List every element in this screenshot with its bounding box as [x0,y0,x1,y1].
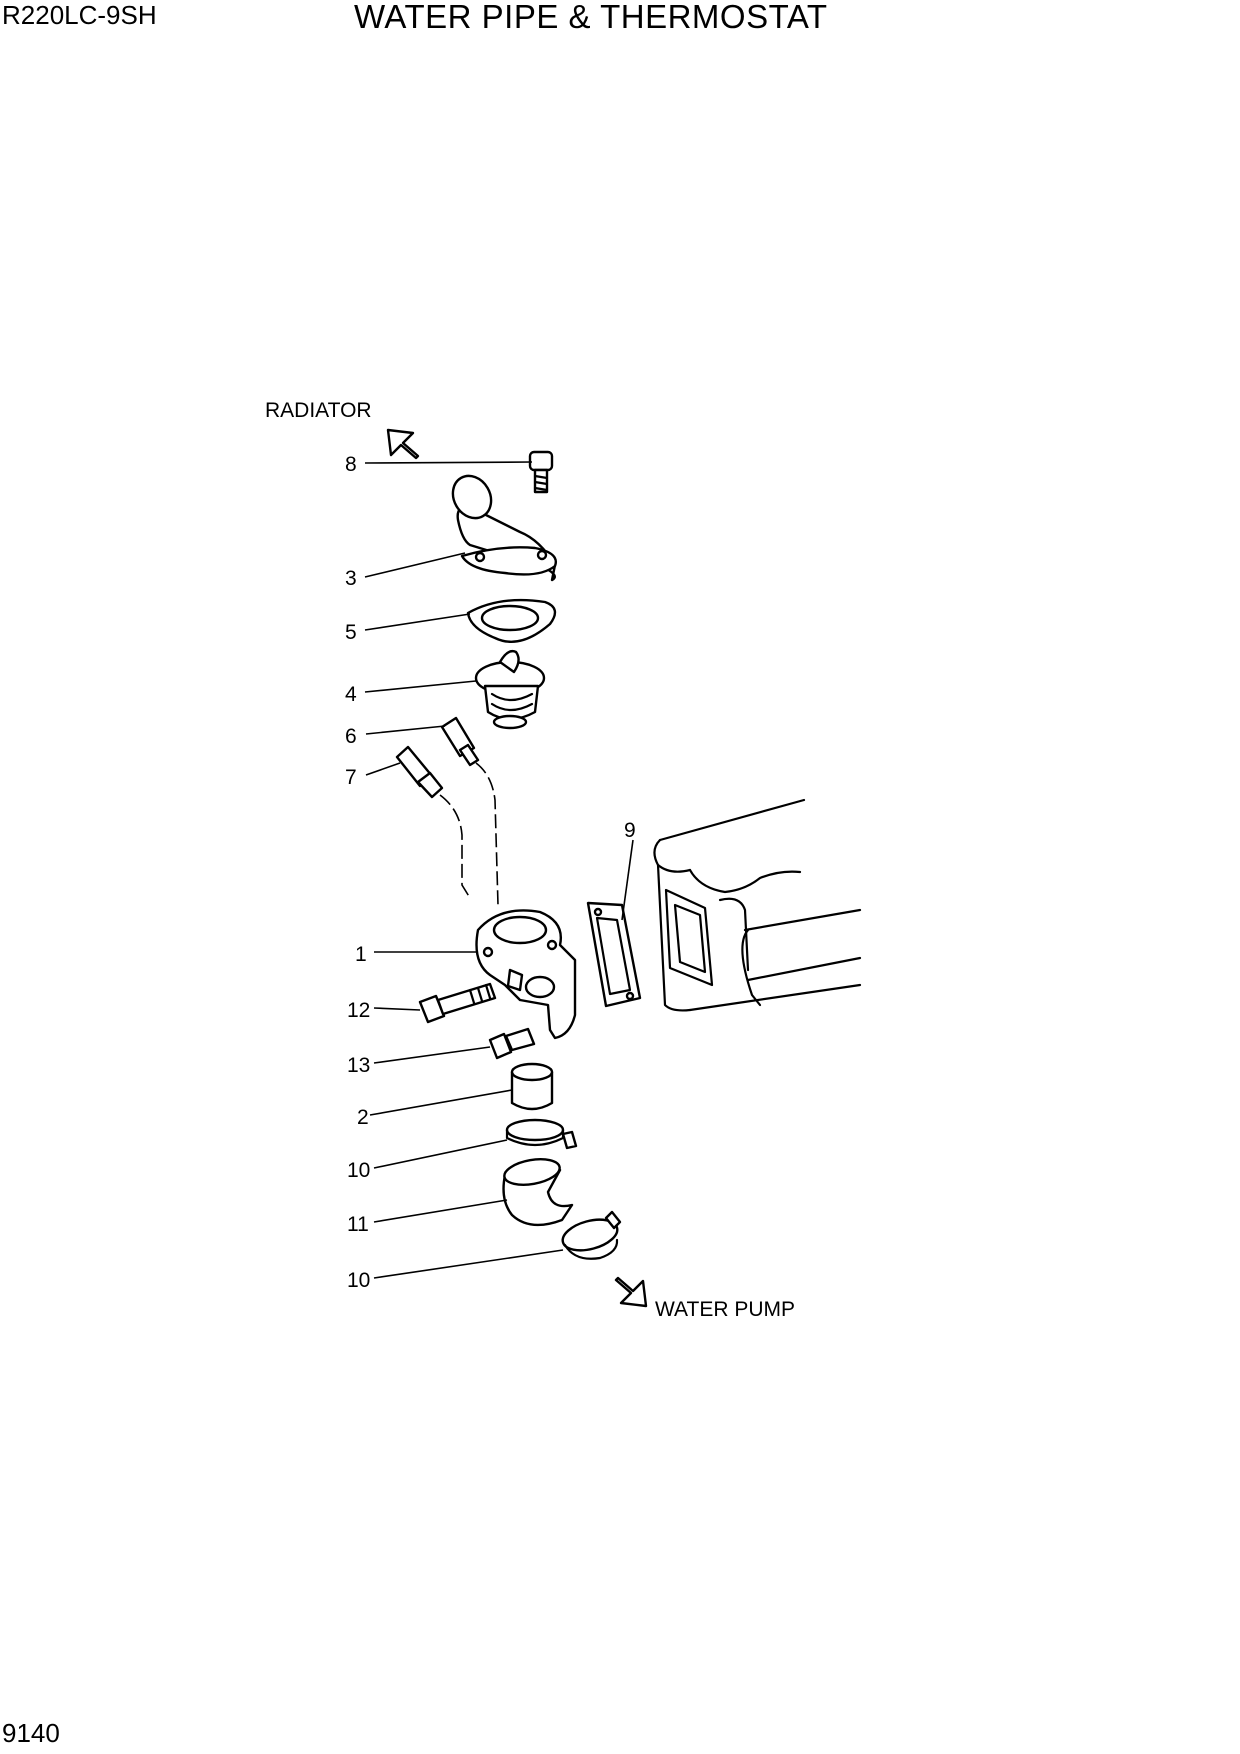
part-gasket-5 [466,598,557,643]
page-number: 9140 [2,1718,60,1748]
part-clamp-10-lower [561,1210,622,1260]
callout-8: 8 [345,453,357,476]
water-pump-label: WATER PUMP [655,1298,795,1321]
part-hose-elbow-11 [502,1158,574,1227]
part-thermostat-4 [474,649,546,730]
part-thermostat-housing-1 [475,909,577,1040]
callout-1: 1 [355,943,367,966]
callout-7: 7 [345,766,357,789]
part-sleeve-2 [510,1062,554,1111]
radiator-label: RADIATOR [265,399,372,422]
page-title: WATER PIPE & THERMOSTAT [354,0,828,35]
callout-10-lower: 10 [347,1269,370,1292]
callout-2: 2 [357,1106,369,1129]
callout-10-upper: 10 [347,1159,370,1182]
callout-5: 5 [345,621,357,644]
part-bolt-8 [528,450,554,494]
part-sensor-6 [440,716,499,906]
model-code: R220LC-9SH [2,0,157,30]
callout-3: 3 [345,567,357,590]
callout-13: 13 [347,1054,370,1077]
part-outlet-elbow-3 [451,474,557,582]
part-clamp-10-upper [505,1118,578,1150]
leader-lines [364,461,634,1279]
part-long-bolt-12 [418,982,497,1024]
part-sensor-7 [395,745,471,899]
callout-11: 11 [347,1213,369,1236]
cylinder-head-casting [653,798,862,1012]
callout-12: 12 [347,999,370,1022]
part-short-bolt-13 [488,1027,536,1060]
part-gasket-9 [586,901,642,1008]
water-pump-arrow-icon [614,1276,648,1308]
callout-4: 4 [345,683,357,706]
callout-6: 6 [345,725,357,748]
radiator-arrow-icon [386,428,420,460]
callout-9: 9 [624,819,636,842]
